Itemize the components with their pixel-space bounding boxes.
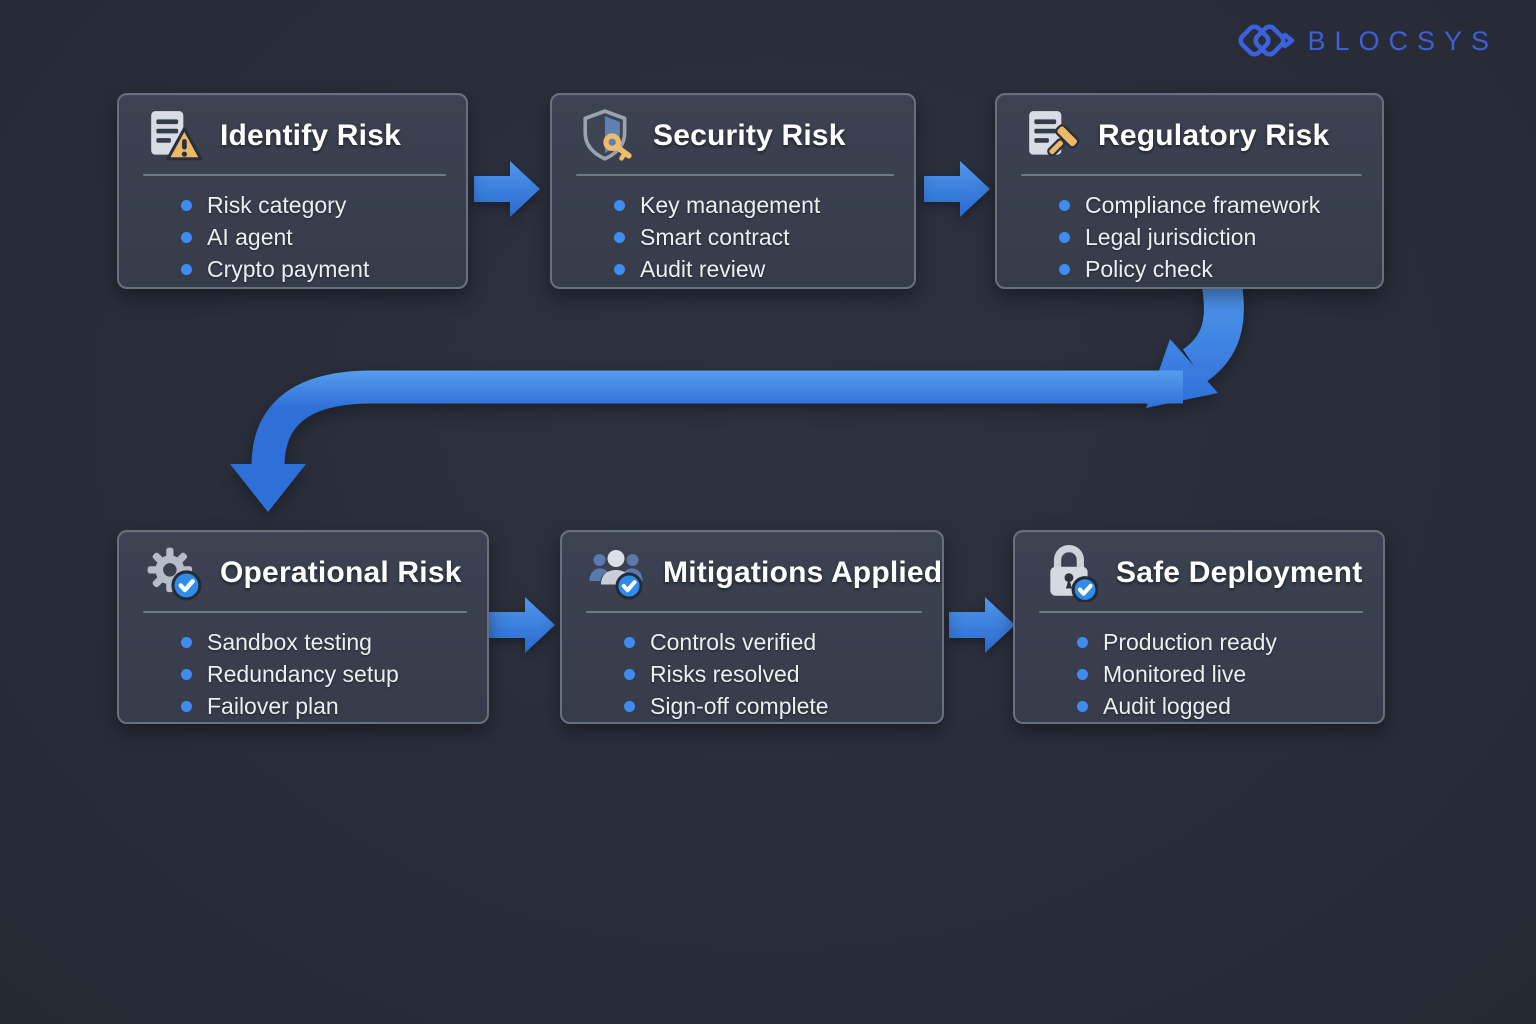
card-header: Identify Risk (119, 95, 466, 165)
people-check-icon (588, 544, 646, 602)
list-item-label: Production ready (1103, 628, 1277, 655)
list-item-label: Legal jurisdiction (1085, 223, 1257, 250)
card-operational-risk: Operational Risk Sandbox testing Redunda… (117, 530, 489, 724)
list-item: Production ready (1077, 626, 1383, 658)
card-security-risk: Security Risk Key management Smart contr… (550, 93, 916, 289)
bullet-icon (181, 263, 192, 275)
bullet-icon (1059, 231, 1070, 243)
card-safe-deployment: Safe Deployment Production ready Monitor… (1013, 530, 1385, 724)
list-item: Risks resolved (624, 658, 942, 690)
list-item: AI agent (181, 221, 466, 253)
card-title: Safe Deployment (1116, 556, 1363, 589)
list-item: Sandbox testing (181, 626, 487, 658)
list-item-label: AI agent (207, 223, 293, 250)
divider (586, 611, 922, 613)
divider (1021, 174, 1362, 176)
bullet-icon (181, 231, 192, 243)
list-item: Sign-off complete (624, 690, 942, 722)
flow-arrow-operational-to-mitigations (489, 597, 555, 653)
lock-check-icon (1041, 544, 1099, 602)
document-gavel-icon (1023, 107, 1081, 165)
list-item-label: Controls verified (650, 628, 817, 655)
list-item-label: Smart contract (640, 223, 790, 250)
blocsys-logo-text: BLOCSYS (1307, 25, 1498, 56)
card-title: Security Risk (653, 119, 846, 152)
bullet-icon (181, 668, 192, 680)
bullet-icon (624, 668, 635, 680)
card-list: Sandbox testing Redundancy setup Failove… (119, 626, 487, 722)
divider (576, 174, 894, 176)
document-warning-icon (145, 107, 203, 165)
divider (143, 611, 467, 613)
list-item: Key management (614, 189, 914, 221)
list-item: Smart contract (614, 221, 914, 253)
card-identify-risk: Identify Risk Risk category AI agent Cry… (117, 93, 468, 289)
list-item: Legal jurisdiction (1059, 221, 1382, 253)
card-title: Mitigations Applied (663, 556, 943, 589)
card-header: Operational Risk (119, 532, 487, 602)
divider (1039, 611, 1363, 613)
list-item-label: Audit review (640, 255, 766, 282)
blocsys-mark-icon (1238, 24, 1295, 57)
card-list: Risk category AI agent Crypto payment (119, 189, 466, 285)
list-item-label: Audit logged (1103, 692, 1231, 719)
list-item: Controls verified (624, 626, 942, 658)
list-item-label: Failover plan (207, 692, 339, 719)
bullet-icon (181, 700, 192, 712)
list-item: Monitored live (1077, 658, 1383, 690)
bullet-icon (614, 199, 625, 211)
card-title: Regulatory Risk (1098, 119, 1330, 152)
list-item-label: Sign-off complete (650, 692, 829, 719)
list-item: Audit review (614, 253, 914, 285)
divider (143, 174, 446, 176)
bullet-icon (1059, 263, 1070, 275)
list-item-label: Key management (640, 191, 821, 218)
blocsys-logo: BLOCSYS (1237, 18, 1498, 64)
list-item: Failover plan (181, 690, 487, 722)
card-list: Controls verified Risks resolved Sign-of… (562, 626, 942, 722)
list-item-label: Sandbox testing (207, 628, 372, 655)
list-item-label: Risks resolved (650, 660, 800, 687)
list-item-label: Monitored live (1103, 660, 1247, 687)
gear-check-icon (145, 544, 203, 602)
bullet-icon (1077, 636, 1088, 648)
list-item: Compliance framework (1059, 189, 1382, 221)
list-item: Audit logged (1077, 690, 1383, 722)
bullet-icon (614, 231, 625, 243)
list-item-label: Crypto payment (207, 255, 370, 282)
bullet-icon (181, 199, 192, 211)
list-item: Crypto payment (181, 253, 466, 285)
bullet-icon (624, 700, 635, 712)
card-list: Compliance framework Legal jurisdiction … (997, 189, 1382, 285)
card-header: Security Risk (552, 95, 914, 165)
bullet-icon (181, 636, 192, 648)
list-item-label: Risk category (207, 191, 347, 218)
card-list: Key management Smart contract Audit revi… (552, 189, 914, 285)
list-item-label: Compliance framework (1085, 191, 1321, 218)
bullet-icon (1059, 199, 1070, 211)
list-item: Risk category (181, 189, 466, 221)
bullet-icon (614, 263, 625, 275)
bullet-icon (624, 636, 635, 648)
card-header: Mitigations Applied (562, 532, 942, 602)
card-header: Safe Deployment (1015, 532, 1383, 602)
flow-arrow-mitigations-to-deployment (949, 597, 1015, 653)
card-list: Production ready Monitored live Audit lo… (1015, 626, 1383, 722)
flow-arrow-identify-to-security (474, 161, 540, 217)
shield-key-icon (578, 107, 636, 165)
list-item-label: Policy check (1085, 255, 1213, 282)
card-title: Operational Risk (220, 556, 462, 589)
bullet-icon (1077, 668, 1088, 680)
list-item: Policy check (1059, 253, 1382, 285)
card-mitigations-applied: Mitigations Applied Controls verified Ri… (560, 530, 944, 724)
list-item-label: Redundancy setup (207, 660, 399, 687)
flow-arrow-security-to-regulatory (924, 161, 990, 217)
card-regulatory-risk: Regulatory Risk Compliance framework Leg… (995, 93, 1384, 289)
card-title: Identify Risk (220, 119, 401, 152)
list-item: Redundancy setup (181, 658, 487, 690)
bullet-icon (1077, 700, 1088, 712)
card-header: Regulatory Risk (997, 95, 1382, 165)
